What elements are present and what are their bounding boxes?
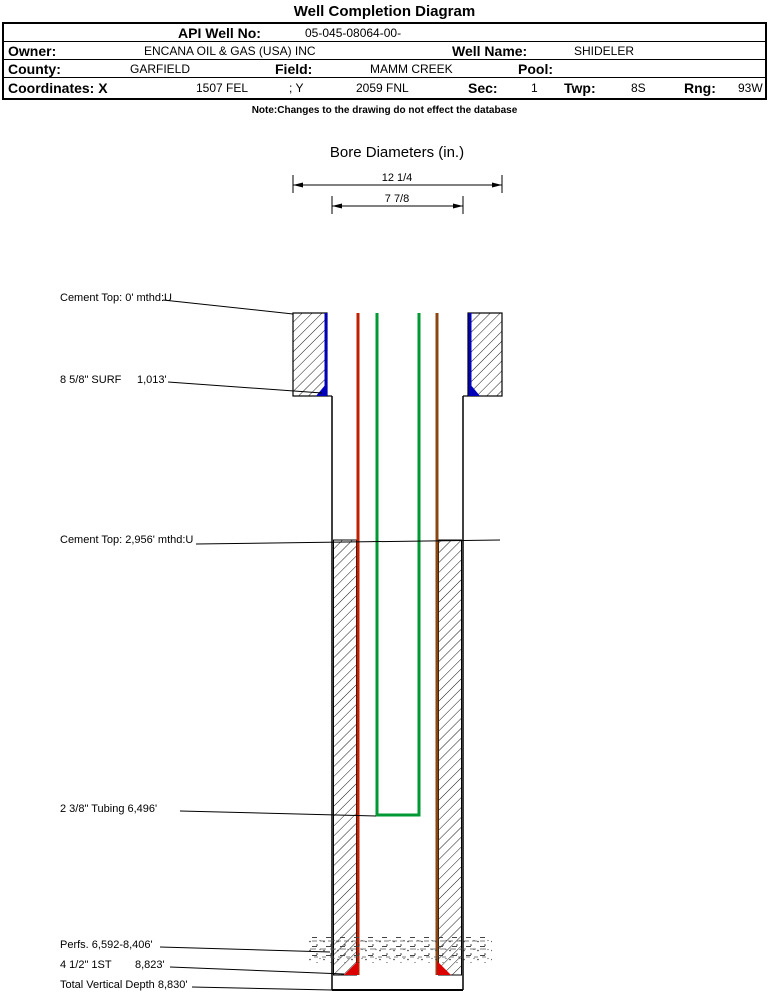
rng-label: Rng: [684, 80, 716, 96]
database-note: Note:Changes to the drawing do not effec… [251, 105, 518, 116]
dim-outer-label: 12 1/4 [382, 172, 413, 184]
production-shoe-left-icon [344, 961, 358, 975]
leader-total-depth [191, 986, 333, 991]
production-cement-right [438, 539, 462, 976]
well-header-table: API Well No: 05-045-08064-00- Owner: ENC… [2, 22, 767, 100]
tubing-label: 2 3/8" Tubing 6,496' [60, 803, 157, 815]
dim-inner-label: 7 7/8 [385, 193, 409, 205]
production-casing-depth: 8,823' [135, 959, 165, 971]
cement-top-surface-label: Cement Top: 0' mthd:U [60, 292, 172, 304]
field-label: Field: [275, 60, 313, 77]
owner-value: ENCANA OIL & GAS (USA) INC [144, 43, 316, 58]
production-shoe-right-icon [437, 961, 451, 975]
dim-outer-arrow-left-icon [293, 182, 303, 188]
sec-value: 1 [531, 81, 538, 95]
production-casing-label: 4 1/2" 1ST [60, 959, 112, 971]
county-value: GARFIELD [130, 61, 191, 76]
well-name-label: Well Name: [452, 42, 528, 59]
leader-cement-top-surface [162, 299, 294, 315]
leader-surface-casing [167, 381, 323, 394]
leader-cement-top-production [195, 539, 501, 545]
coord-y-value: 2059 FNL [356, 81, 409, 95]
production-cement-left [333, 539, 357, 976]
header-row-api: API Well No: 05-045-08064-00- [4, 24, 765, 42]
coordinates-label: Coordinates: X [8, 80, 108, 96]
coord-x-value: 1507 FEL [196, 81, 249, 95]
api-value: 05-045-08064-00- [305, 25, 402, 40]
dim-inner-arrow-right-icon [453, 203, 463, 209]
twp-label: Twp: [564, 80, 596, 96]
api-label: API Well No: [178, 24, 261, 41]
header-row-owner: Owner: ENCANA OIL & GAS (USA) INC Well N… [4, 42, 765, 60]
leader-tubing [179, 810, 377, 817]
rng-value: 93W [738, 81, 763, 95]
header-row-county: County: GARFIELD Field: MAMM CREEK Pool: [4, 60, 765, 78]
county-label: County: [8, 60, 61, 77]
header-row-coordinates: Coordinates: X 1507 FEL ; Y 2059 FNL Sec… [4, 78, 765, 98]
cement-top-production-label: Cement Top: 2,956' mthd:U [60, 534, 193, 546]
twp-value: 8S [631, 81, 646, 95]
surface-cement-right [467, 312, 503, 397]
coord-y-label: ; Y [289, 81, 304, 95]
owner-label: Owner: [8, 42, 57, 59]
page-title: Well Completion Diagram [293, 3, 476, 20]
field-value: MAMM CREEK [370, 61, 453, 76]
surface-casing-label: 8 5/8" SURF [60, 374, 122, 386]
total-depth-label: Total Vertical Depth 8,830' [60, 979, 187, 991]
leader-perfs [159, 946, 331, 953]
sec-label: Sec: [468, 80, 498, 96]
surface-shoe-right-icon [470, 384, 480, 396]
surface-cement-left [292, 312, 328, 397]
dim-outer-arrow-right-icon [492, 182, 502, 188]
bore-diameters-title: Bore Diameters (in.) [330, 144, 464, 161]
leader-production-casing [169, 966, 345, 975]
well-name-value: SHIDELER [574, 43, 635, 58]
pool-label: Pool: [518, 60, 553, 77]
dim-inner-arrow-left-icon [332, 203, 342, 209]
well-schematic: Bore Diameters (in.) 12 1/4 7 7/8 [60, 144, 503, 991]
surface-casing-depth: 1,013' [137, 374, 167, 386]
perfs-label: Perfs. 6,592-8,406' [60, 939, 153, 951]
